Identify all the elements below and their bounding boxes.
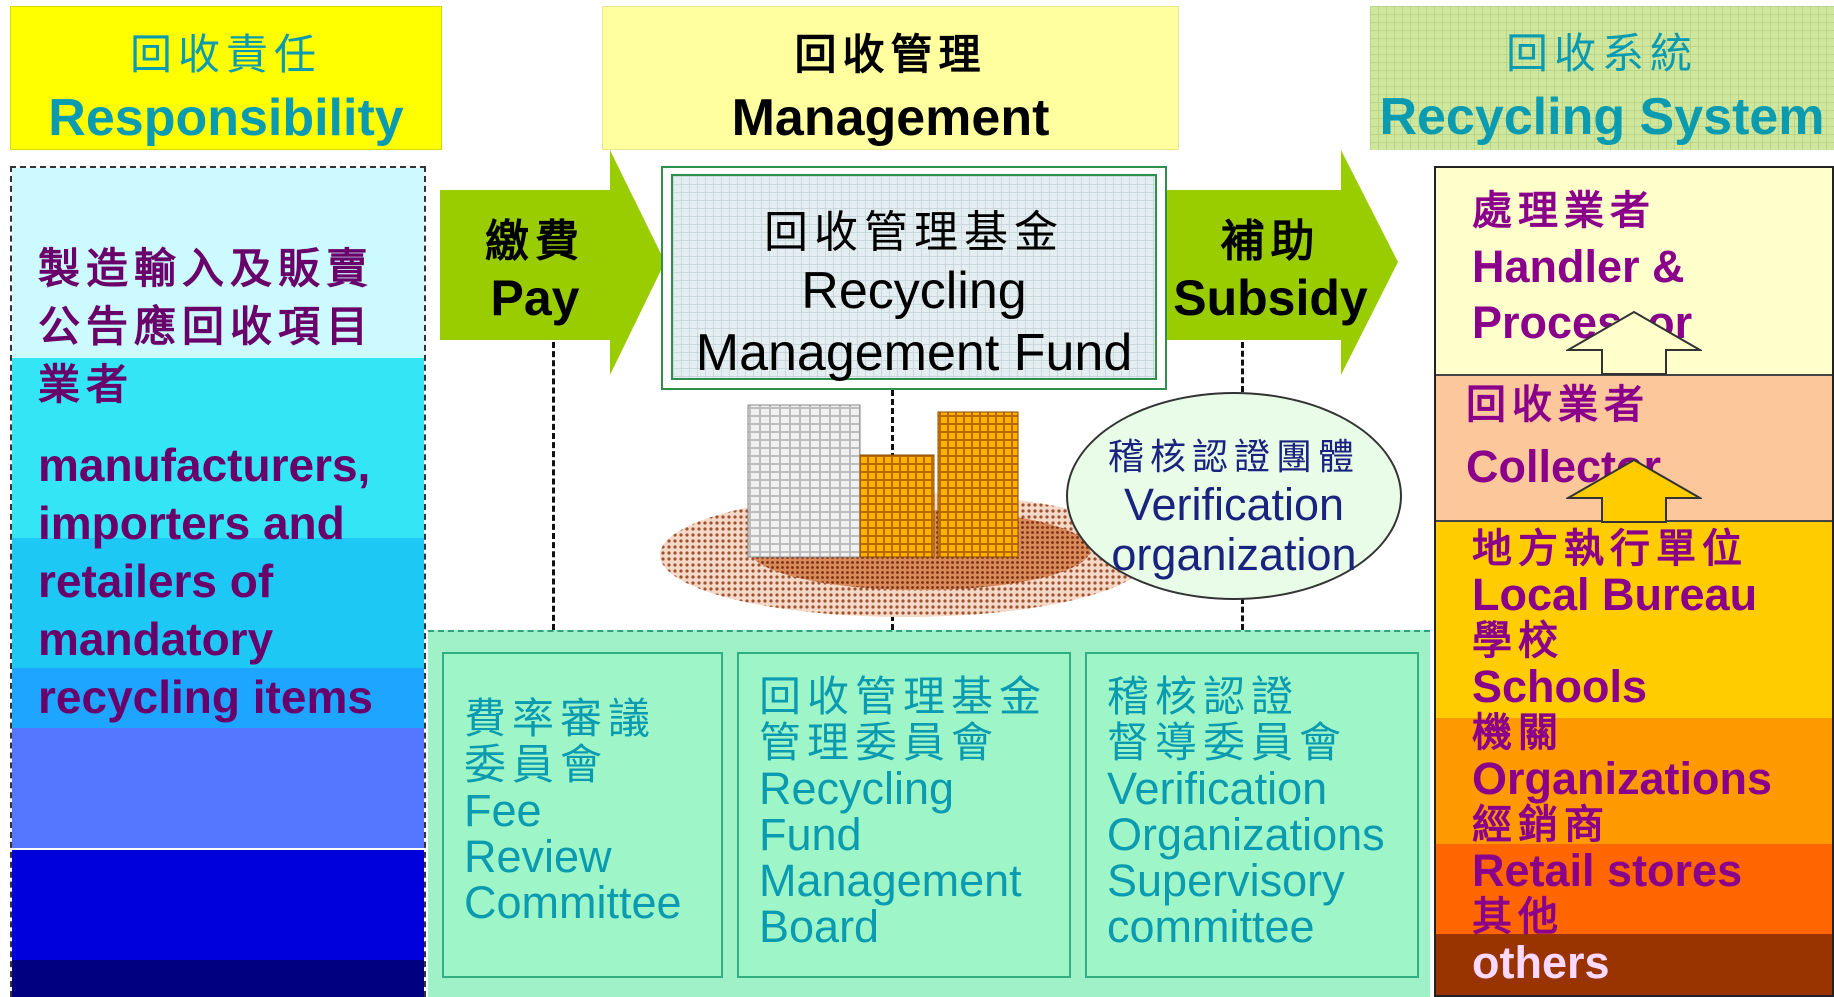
pay-en: Pay <box>490 270 580 326</box>
source-2-zh: 學校 <box>1472 617 1564 664</box>
subsidy-zh: 補助 <box>1220 216 1321 267</box>
collector-zh: 回收業者 <box>1466 381 1650 428</box>
committee-2-zh-2: 管理委員會 <box>759 718 1000 767</box>
band-1 <box>12 168 424 358</box>
responsibility-column: 製造輸入及販賣 公告應回收項目 業者 manufacturers, import… <box>10 166 426 997</box>
band-7 <box>12 960 424 997</box>
left-zh-line-2: 公告應回收項目 <box>38 302 375 351</box>
header-recycling-system: 回收系統 Recycling System <box>1370 6 1834 150</box>
source-4-zh: 經銷商 <box>1472 801 1610 848</box>
source-5-en: others <box>1472 937 1610 988</box>
connector-subsidy-bottom <box>1241 598 1244 630</box>
committee-1-zh-2: 委員會 <box>464 740 609 789</box>
band-6 <box>12 850 424 960</box>
header-system-zh: 回收系統 <box>1505 29 1698 78</box>
committee-3-en-1: Verification <box>1107 763 1328 814</box>
band-retail <box>1436 844 1832 934</box>
committee-2-en-4: Board <box>759 901 880 952</box>
up-arrow-handler-icon <box>1566 310 1702 375</box>
left-zh-line-3: 業者 <box>38 360 135 409</box>
source-4-en: Retail stores <box>1472 845 1743 896</box>
committee-3-zh-2: 督導委員會 <box>1107 718 1348 767</box>
header-responsibility-en: Responsibility <box>48 89 404 147</box>
pay-label: 繳費 Pay <box>470 205 600 327</box>
band-3 <box>12 538 424 668</box>
recycling-system-column: 處理業者 Handler & Processor 回收業者 Collector … <box>1434 166 1834 997</box>
subsidy-arrow-icon <box>1163 150 1398 375</box>
left-en-line-1: manufacturers, <box>38 439 371 491</box>
committee-verification-supervisory: 稽核認證 督導委員會 Verification Organizations Su… <box>1085 652 1419 978</box>
verif-zh: 稽核認證團體 <box>1107 437 1360 478</box>
fund-inner-box: 回收管理基金 Recycling Management Fund <box>671 174 1157 382</box>
fund-zh: 回收管理基金 <box>764 207 1064 258</box>
band-others <box>1436 934 1832 995</box>
verif-en-line-1: Verification <box>1123 479 1345 530</box>
building-orange-tall <box>937 411 1019 558</box>
buildings-illustration <box>660 404 1150 617</box>
header-management-en: Management <box>731 89 1050 147</box>
left-zh-line-1: 製造輸入及販賣 <box>38 244 375 293</box>
source-3-zh: 機關 <box>1472 709 1564 756</box>
source-1-zh: 地方執行單位 <box>1472 525 1748 572</box>
source-3-en: Organizations <box>1472 753 1773 804</box>
committee-fee-review: 費率審議 委員會 Fee Review Committee <box>442 652 723 978</box>
committee-2-zh-1: 回收管理基金 <box>759 672 1048 721</box>
subsidy-label: 補助 Subsidy <box>1163 205 1378 327</box>
header-responsibility-zh: 回收責任 <box>129 30 322 79</box>
up-arrow-collector-icon <box>1566 458 1702 523</box>
verif-en-line-2: organization <box>1111 529 1357 580</box>
band-organizations <box>1436 718 1832 844</box>
committee-1-en-3: Committee <box>464 877 682 928</box>
handler-en-line-1: Handler & <box>1472 241 1685 292</box>
building-gray <box>747 404 861 558</box>
committee-fund-management-board: 回收管理基金 管理委員會 Recycling Fund Management B… <box>737 652 1071 978</box>
recycling-management-fund: 回收管理基金 Recycling Management Fund <box>661 166 1167 390</box>
pay-zh: 繳費 <box>485 216 585 267</box>
committee-3-en-4: committee <box>1107 901 1315 952</box>
band-2 <box>12 358 424 538</box>
committee-3-en-3: Supervisory <box>1107 855 1345 906</box>
responsibility-text: 製造輸入及販賣 公告應回收項目 業者 manufacturers, import… <box>38 240 374 726</box>
subsidy-en: Subsidy <box>1173 270 1368 326</box>
pay-arrow-icon <box>440 150 665 375</box>
committee-2-en-3: Management <box>759 855 1022 906</box>
header-responsibility: 回收責任 Responsibility <box>10 6 442 150</box>
committee-1-en-2: Review <box>464 831 612 882</box>
left-en-line-2: importers and <box>38 497 345 549</box>
committee-1-en-1: Fee <box>464 785 542 836</box>
connector-subsidy-top <box>1241 342 1244 392</box>
building-orange-small <box>859 454 935 558</box>
committee-3-zh-1: 稽核認證 <box>1107 672 1300 721</box>
committee-3-en-2: Organizations <box>1107 809 1385 860</box>
source-5-zh: 其他 <box>1472 893 1564 940</box>
committee-1-zh-1: 費率審議 <box>464 694 657 743</box>
fund-en-line-1: Recycling <box>801 262 1027 320</box>
left-en-line-5: recycling items <box>38 671 373 723</box>
sources-text: 地方執行單位 Local Bureau 學校 Schools 機關 Organi… <box>1472 526 1772 986</box>
header-management-zh: 回收管理 <box>794 30 987 79</box>
header-management: 回收管理 Management <box>602 6 1179 150</box>
handler-zh: 處理業者 <box>1472 187 1656 234</box>
connector-pay <box>552 342 555 630</box>
header-system-en: Recycling System <box>1379 88 1825 146</box>
band-5 <box>12 728 424 848</box>
band-4 <box>12 668 424 728</box>
verification-organization: 稽核認證團體 Verification organization <box>1066 392 1402 600</box>
source-1-en: Local Bureau <box>1472 569 1758 620</box>
source-2-en: Schools <box>1472 661 1648 712</box>
left-en-line-3: retailers of <box>38 555 274 607</box>
committee-2-en-1: Recycling <box>759 763 955 814</box>
fund-en-line-2: Management Fund <box>695 324 1133 382</box>
committee-2-en-2: Fund <box>759 809 862 860</box>
left-en-line-4: mandatory <box>38 613 274 665</box>
